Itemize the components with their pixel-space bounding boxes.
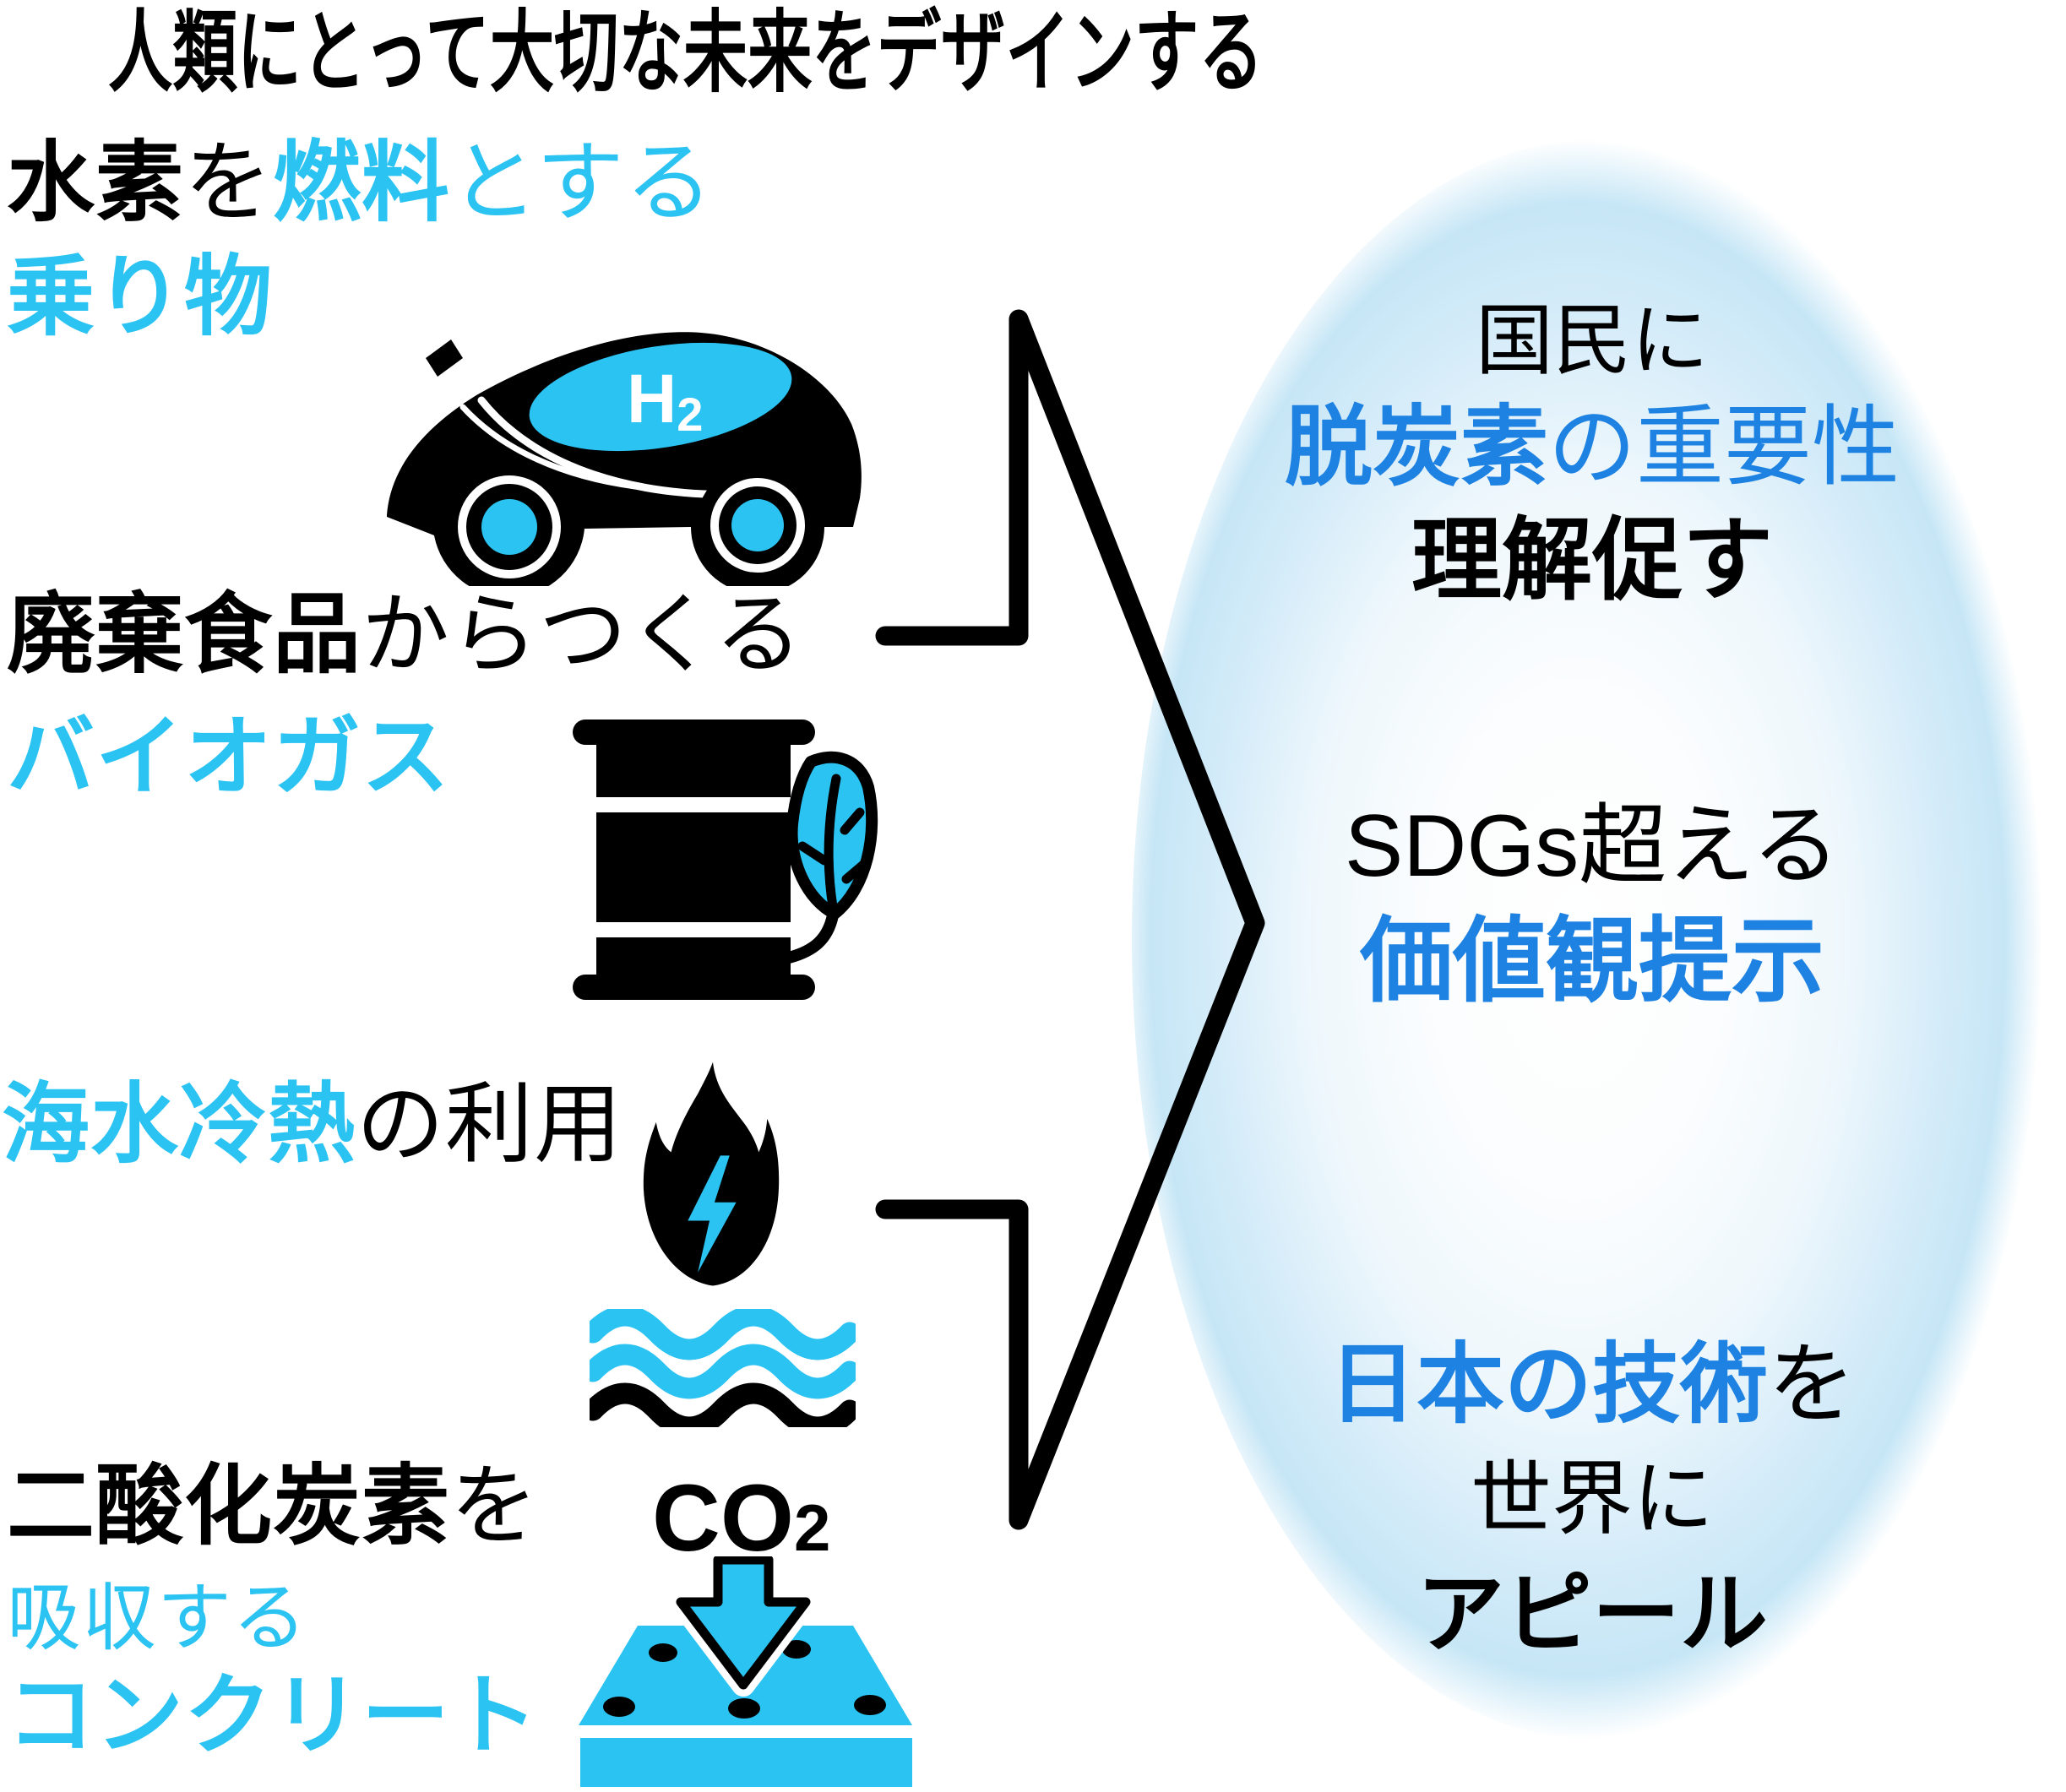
seawater-keyword: 海水冷熱 (2, 1076, 357, 1174)
decarbonization-keyword: 脱炭素 (1284, 399, 1548, 497)
vehicle-keyword: 乗り物 (7, 248, 274, 346)
item-concrete-line3: コンクリート (7, 1672, 539, 1760)
waste-food-keyword: 廃棄食品 (7, 586, 362, 684)
flame-icon (643, 1062, 780, 1286)
outcome-values: SDGs超える 価値観提示 (1123, 802, 2061, 1008)
concrete-slab-icon (579, 1556, 912, 1787)
car-front-wheel (443, 460, 576, 586)
item-hydrogen-line1: 水素を燃料とする (7, 134, 714, 232)
biogas-barrel-icon (573, 720, 878, 1000)
co2-label: CO2 (652, 1465, 831, 1571)
outcome1-line2: 脱炭素の重要性 (1284, 399, 1900, 497)
biogas-keyword: バイオガス (7, 709, 451, 806)
outcome2-line1: SDGs超える (1344, 797, 1840, 895)
outcome-ellipse (1132, 139, 2061, 1740)
outcome-japan-tech: 日本の技術を 世界に アピール (1123, 1341, 2061, 1659)
item-biogas-line1: 廃棄食品からつくる (7, 586, 803, 684)
waves-icon (590, 1309, 856, 1427)
item-seawater-line1: 海水冷熱の利用 (2, 1076, 623, 1174)
car-rear-wheel (696, 464, 819, 586)
co2-down-arrow-icon (669, 1556, 818, 1697)
concrete-keyword: コンクリート (7, 1667, 540, 1765)
values-keyword: 価値観提示 (1360, 910, 1824, 1013)
item-hydrogen-line2: 乗り物 (7, 253, 273, 341)
outcome1-line1: 国民に (1475, 298, 1709, 384)
hydrogen-car-icon: H2 (387, 332, 862, 586)
item-concrete-line2: 吸収する (7, 1576, 308, 1659)
leaf-icon (783, 751, 878, 964)
japan-tech-keyword: 日本の技術 (1328, 1336, 1768, 1434)
co2-keyword: 二酸化炭素 (7, 1458, 451, 1556)
item-biogas-line2: バイオガス (7, 714, 450, 801)
item-concrete-line1: 二酸化炭素を (7, 1458, 540, 1556)
outcome3-line3: アピール (1416, 1566, 1768, 1664)
outcome1-line3: 理解促す (1411, 509, 1773, 611)
h2-window-label: H2 (627, 361, 703, 441)
fuel-keyword: 燃料 (273, 134, 451, 232)
outcome-decarbonization: 国民に 脱炭素の重要性 理解促す (1123, 302, 2061, 605)
outcome3-line2: 世界に (1471, 1454, 1714, 1545)
outcome3-line1: 日本の技術を (1328, 1336, 1857, 1434)
page-title: 人類にとって大切な未来をデザインする (108, 3, 1264, 103)
lightning-bolt-icon (688, 1155, 737, 1273)
hydrogen-keyword: 水素 (7, 134, 185, 232)
